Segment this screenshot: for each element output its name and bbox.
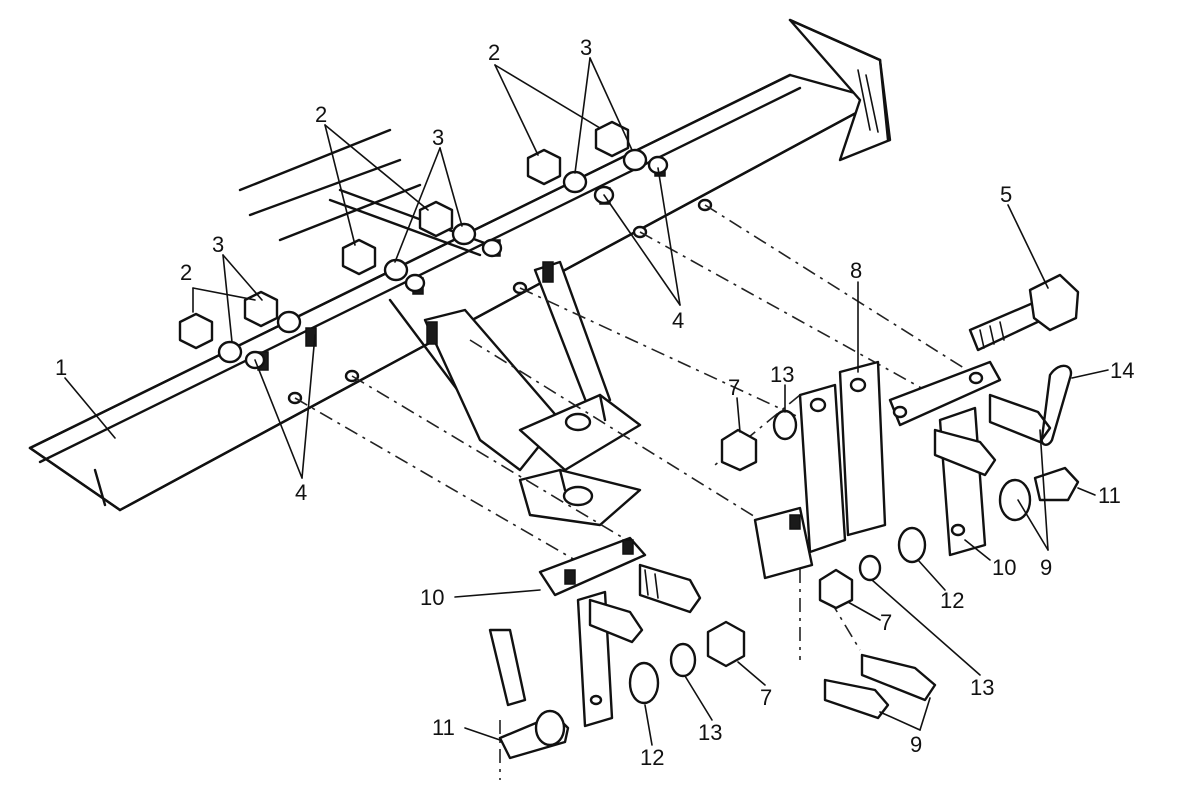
callout-7-upper: 7 xyxy=(728,375,740,400)
hitch-bracket xyxy=(423,260,642,527)
leader-lines xyxy=(64,57,1109,746)
callout-4-right: 4 xyxy=(672,308,684,333)
right-bracket-assembly xyxy=(720,360,937,720)
frame-crossmember xyxy=(28,18,892,512)
callout-5: 5 xyxy=(1000,182,1012,207)
callout-3-left: 3 xyxy=(212,232,224,257)
callout-2-left: 2 xyxy=(180,260,192,285)
callout-10-left: 10 xyxy=(420,585,444,610)
callout-10-right: 10 xyxy=(992,555,1016,580)
left-bracket-assembly xyxy=(488,536,746,760)
callout-3-middle: 3 xyxy=(432,125,444,150)
callout-8: 8 xyxy=(850,258,862,283)
callout-7-lower: 7 xyxy=(880,610,892,635)
callout-12-right: 12 xyxy=(940,588,964,613)
callout-13-left: 13 xyxy=(698,720,722,745)
far-right-bracket xyxy=(888,273,1080,564)
callout-13-lower: 13 xyxy=(970,675,994,700)
callout-9-lower: 9 xyxy=(910,732,922,757)
callout-labels: 1 2 3 2 3 2 3 4 4 5 8 7 13 14 11 10 9 12… xyxy=(55,35,1134,770)
callout-11-left: 11 xyxy=(432,715,455,740)
callout-2-right: 2 xyxy=(488,40,500,65)
callout-13-upper: 13 xyxy=(770,362,794,387)
callout-1: 1 xyxy=(55,355,67,380)
callout-7-left: 7 xyxy=(760,685,772,710)
callout-2-middle: 2 xyxy=(315,102,327,127)
callout-9-right: 9 xyxy=(1040,555,1052,580)
callout-11-right: 11 xyxy=(1098,483,1121,508)
callout-4-left: 4 xyxy=(295,480,307,505)
callout-14: 14 xyxy=(1110,358,1134,383)
callout-12-left: 12 xyxy=(640,745,664,770)
callout-3-right: 3 xyxy=(580,35,592,60)
frame-nuts-washers xyxy=(178,120,669,370)
